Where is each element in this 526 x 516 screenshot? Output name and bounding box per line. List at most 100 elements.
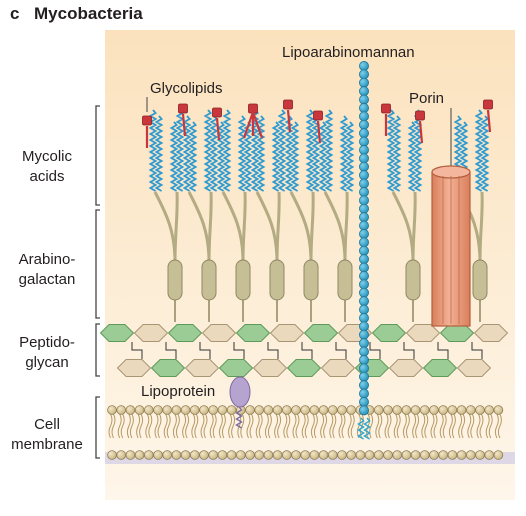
lipoarabinomannan-bead bbox=[359, 346, 369, 357]
peptide-crosslink bbox=[335, 342, 347, 359]
lipoarabinomannan-bead bbox=[359, 229, 369, 239]
lipid-head bbox=[180, 405, 191, 415]
lipid-head bbox=[226, 405, 237, 415]
lipid-head bbox=[327, 405, 338, 415]
lipid-head bbox=[493, 450, 504, 460]
layer-brackets bbox=[95, 105, 100, 459]
lipid-head bbox=[153, 450, 163, 460]
glycolipids-label: Glycolipids bbox=[150, 80, 223, 97]
lipid-tail bbox=[136, 413, 141, 439]
mycolic-acid-chain bbox=[324, 109, 334, 192]
lipoarabinomannan-label: Lipoarabinomannan bbox=[282, 44, 415, 61]
arabinogalactan-strand bbox=[173, 191, 179, 263]
arabinogalactan-capsule bbox=[235, 259, 251, 301]
arabinogalactan-capsule bbox=[303, 259, 319, 301]
lipid-tail bbox=[231, 413, 236, 439]
lipid-head bbox=[162, 405, 173, 415]
lipid-tail bbox=[157, 413, 162, 439]
lipid-tail bbox=[129, 413, 134, 439]
lipid-tail bbox=[218, 413, 223, 439]
lipid-tail bbox=[467, 413, 472, 439]
lipid-head bbox=[190, 405, 200, 415]
lipoprotein-body bbox=[229, 376, 251, 408]
lipid-tail bbox=[402, 413, 407, 439]
glycolipid-tail bbox=[418, 120, 424, 144]
lipoarabinomannan-bead bbox=[359, 187, 369, 197]
mycolic-acid-chain bbox=[175, 109, 185, 192]
lipoarabinomannan-bead bbox=[359, 161, 369, 172]
lipoarabinomannan-bead bbox=[359, 111, 369, 122]
lipid-tail bbox=[200, 413, 205, 439]
peptidoglycan-sugar bbox=[405, 324, 441, 342]
peptidoglycan-layer bbox=[99, 324, 509, 377]
glycolipid-head bbox=[283, 99, 293, 110]
lipid-head bbox=[254, 450, 265, 460]
lipid-tail bbox=[203, 413, 208, 439]
lipoarabinomannan-bead bbox=[359, 271, 369, 281]
lipoprotein-layer bbox=[229, 376, 251, 429]
arabinogalactan-strand bbox=[478, 191, 484, 263]
mycolic-acid-chain bbox=[480, 115, 490, 192]
lipid-tail bbox=[356, 413, 361, 439]
lipid-head bbox=[300, 405, 311, 415]
lipid-head bbox=[447, 450, 458, 460]
arabinogalactan-strand bbox=[343, 191, 349, 263]
lipid-head bbox=[309, 450, 320, 460]
lipid-tail bbox=[347, 413, 352, 439]
lipid-tail bbox=[166, 413, 171, 439]
peptide-crosslink bbox=[437, 342, 449, 359]
lipid-head bbox=[263, 450, 274, 460]
lipid-tail bbox=[240, 413, 245, 439]
glycolipid-head bbox=[178, 103, 188, 114]
lipid-head bbox=[272, 450, 283, 460]
lipid-head bbox=[171, 450, 182, 460]
lipid-head bbox=[272, 405, 283, 415]
lipid-tail bbox=[154, 413, 159, 439]
peptide-crosslink bbox=[301, 342, 313, 359]
lipid-head bbox=[263, 405, 274, 415]
lipid-tail bbox=[258, 413, 263, 439]
lipid-tail bbox=[163, 413, 168, 439]
lipid-head bbox=[346, 405, 357, 415]
lipid-head bbox=[144, 450, 154, 460]
lipid-head bbox=[180, 450, 191, 460]
arabinogalactan-capsule bbox=[405, 259, 421, 301]
lipid-head bbox=[134, 450, 145, 460]
peptidoglycan-sugar bbox=[201, 324, 237, 342]
lipid-tail bbox=[488, 413, 493, 439]
lipoarabinomannan-bead bbox=[359, 94, 369, 105]
lipid-tail bbox=[332, 413, 337, 439]
lipoarabinomannan-bead bbox=[359, 119, 369, 130]
mycolic-acid-chain bbox=[203, 109, 213, 192]
lipid-head bbox=[217, 450, 228, 460]
arabinogalactan-capsule bbox=[269, 259, 285, 301]
layer-label-line: Peptido- bbox=[19, 334, 75, 351]
lipid-head bbox=[153, 405, 163, 415]
peptide-crosslink bbox=[233, 342, 245, 359]
lipoarabinomannan-bead bbox=[359, 262, 369, 273]
panel-letter: c bbox=[10, 4, 20, 23]
glycolipid-tail bbox=[242, 108, 264, 139]
glycolipid-head bbox=[415, 110, 425, 121]
mycolic-acid-chain bbox=[305, 109, 315, 192]
layer-label-line: galactan bbox=[18, 271, 76, 288]
arabinogalactan-capsule bbox=[337, 259, 353, 301]
lipid-tail bbox=[145, 413, 150, 439]
lipid-head bbox=[484, 450, 495, 460]
glycolipid-tail bbox=[316, 120, 322, 144]
lipoarabinomannan-bead bbox=[359, 220, 369, 231]
lipid-tail bbox=[458, 413, 463, 439]
peptidoglycan-sugar bbox=[116, 359, 152, 377]
lipid-head bbox=[346, 450, 357, 460]
lipid-tail bbox=[313, 413, 318, 439]
peptidoglycan-sugar bbox=[371, 324, 407, 342]
lipid-tail bbox=[283, 413, 288, 439]
cell-membrane-layer bbox=[107, 405, 504, 460]
lipid-tail bbox=[485, 413, 490, 439]
lipid-tail bbox=[421, 413, 426, 439]
lipid-tail bbox=[451, 413, 456, 439]
mycolic-acid-chain bbox=[148, 109, 158, 192]
glycolipid-head bbox=[313, 110, 323, 121]
lipid-tail bbox=[405, 413, 410, 439]
